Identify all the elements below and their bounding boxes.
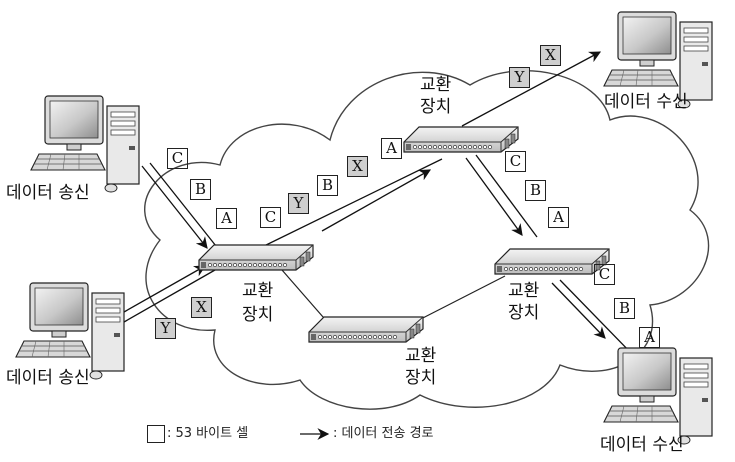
legend-path-text: : 데이터 전송 경로	[333, 426, 434, 441]
path-sender-bottom-line	[123, 269, 216, 323]
cell-top-right-3: A	[548, 207, 569, 228]
cell-left-top-5: A	[381, 138, 402, 159]
path-right-to-receiver-2	[551, 282, 606, 339]
cell-top-right-2: B	[525, 180, 546, 201]
path-left-to-top-2	[321, 169, 432, 232]
link-bottom-right	[414, 275, 506, 323]
computer-receiver-bottom	[603, 347, 713, 445]
link-left-bottom	[281, 269, 331, 326]
path-top-to-right-2	[465, 157, 523, 236]
path-top-to-right-1	[475, 154, 538, 238]
switch-left-label: 교환 장치	[242, 281, 274, 325]
network-cloud	[144, 70, 710, 410]
cell-left-top-3: B	[317, 175, 338, 196]
cell-top-recv-1: Y	[509, 67, 530, 88]
sender-top-label: 데이터 송신	[6, 183, 90, 203]
switch-right-label: 교환 장치	[508, 281, 540, 323]
cell-right-recv-3: A	[639, 327, 660, 348]
cell-sender-top-2: B	[190, 179, 211, 200]
cell-left-top-2: Y	[288, 193, 309, 214]
cell-sender-bottom-2: Y	[155, 318, 176, 339]
switch-left	[198, 244, 314, 271]
cell-sender-top-1: C	[167, 148, 188, 169]
sender-bottom-label: 데이터 송신	[6, 368, 90, 388]
receiver-bottom-label: 데이터 수신	[600, 435, 684, 455]
path-sender-bottom-arrow	[123, 265, 207, 313]
legend-cell-icon	[147, 425, 165, 443]
path-right-to-receiver-1	[559, 279, 637, 359]
cell-top-recv-2: X	[540, 45, 561, 66]
cell-right-recv-2: B	[614, 298, 635, 319]
cell-right-recv-1: C	[594, 264, 615, 285]
switch-bottom	[308, 316, 424, 343]
cell-left-top-4: X	[347, 156, 368, 177]
cell-left-top-1: C	[260, 207, 281, 228]
path-top-to-receiver	[461, 51, 602, 127]
switch-bottom-label: 교환 장치	[405, 346, 437, 388]
path-sender-top-to-left-switch	[149, 162, 217, 247]
cell-top-right-1: C	[505, 151, 526, 172]
switch-top-label: 교환 장치	[420, 75, 452, 117]
computer-sender-bottom	[15, 282, 125, 380]
computer-sender-top	[30, 95, 140, 193]
legend-cell-text: : 53 바이트 셀	[167, 426, 249, 441]
switch-right	[494, 248, 610, 275]
switch-top	[403, 126, 519, 153]
cell-sender-top-3: A	[216, 208, 237, 229]
receiver-top-label: 데이터 수신	[604, 92, 688, 112]
path-sender-top-arrow	[141, 165, 208, 249]
cell-sender-bottom-1: X	[191, 297, 212, 318]
path-left-to-top-1	[261, 158, 443, 248]
